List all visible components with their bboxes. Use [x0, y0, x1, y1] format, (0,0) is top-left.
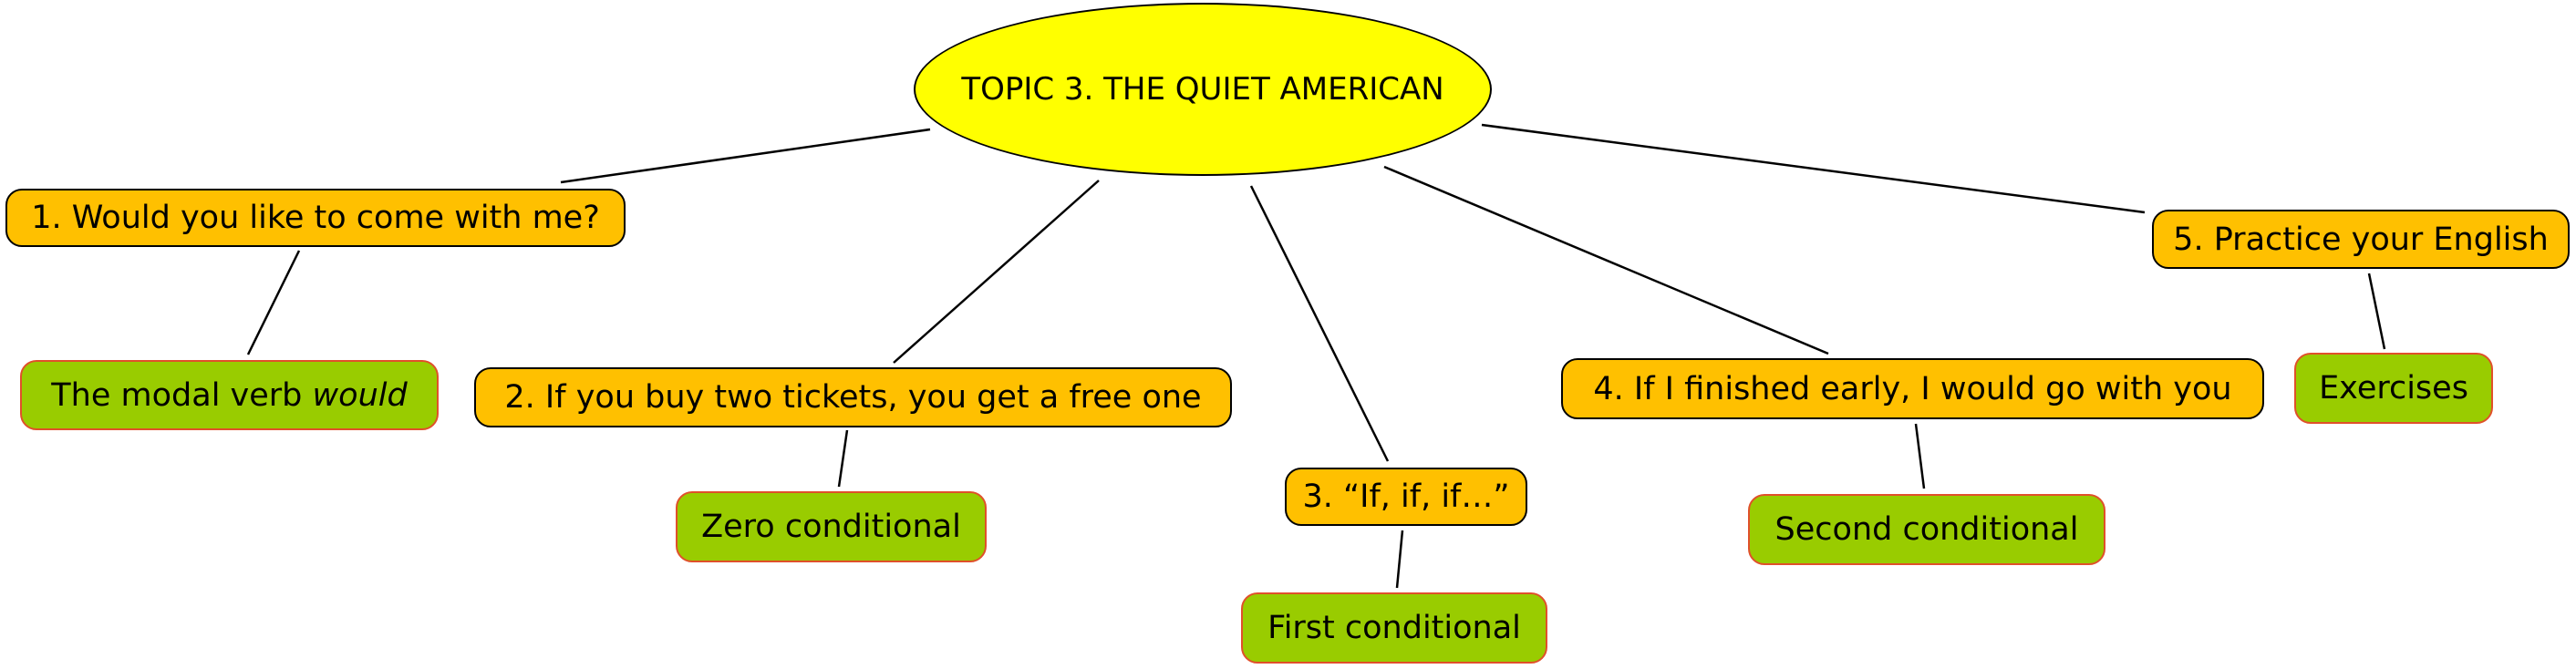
subtopic-5-label: 5. Practice your English: [2173, 221, 2549, 258]
subtopic-2: 2. If you buy two tickets, you get a fre…: [474, 367, 1232, 427]
subtopic-5: 5. Practice your English: [2152, 210, 2570, 269]
connector-topic-sub5: [1481, 123, 2146, 214]
leaf-second-conditional: Second conditional: [1748, 494, 2105, 565]
subtopic-1-label: 1. Would you like to come with me?: [31, 200, 600, 236]
leaf-first-conditional: First conditional: [1241, 592, 1547, 664]
subtopic-2-label: 2. If you buy two tickets, you get a fre…: [504, 379, 1202, 416]
connector-topic-sub2: [893, 180, 1100, 364]
central-topic-label: TOPIC 3. THE QUIET AMERICAN: [961, 71, 1444, 108]
subtopic-3-label: 3. “If, if, if…”: [1302, 479, 1510, 515]
leaf-zero-conditional: Zero conditional: [676, 491, 987, 562]
connector-topic-sub3: [1249, 185, 1390, 462]
connector-sub2-leaf2: [837, 429, 849, 488]
leaf-second-conditional-label: Second conditional: [1774, 511, 2079, 548]
connector-sub4-leaf4: [1914, 423, 1926, 489]
subtopic-4: 4. If I finished early, I would go with …: [1561, 358, 2264, 419]
connector-sub5-leaf5: [2367, 273, 2386, 350]
leaf-zero-conditional-label: Zero conditional: [701, 509, 961, 545]
leaf-exercises: Exercises: [2294, 353, 2493, 424]
connector-sub3-leaf3: [1395, 530, 1404, 589]
connector-sub1-leaf1: [246, 250, 301, 355]
subtopic-4-label: 4. If I finished early, I would go with …: [1593, 370, 2232, 407]
leaf-modal-verb-would-label: The modal verb would: [51, 376, 408, 414]
subtopic-1: 1. Would you like to come with me?: [5, 189, 626, 247]
leaf-first-conditional-label: First conditional: [1267, 610, 1521, 646]
connector-topic-sub4: [1383, 165, 1829, 355]
leaf-exercises-label: Exercises: [2319, 370, 2468, 407]
leaf-modal-verb-would: The modal verb would: [20, 360, 439, 430]
connector-topic-sub1: [560, 128, 931, 184]
subtopic-3: 3. “If, if, if…”: [1285, 468, 1527, 526]
central-topic: TOPIC 3. THE QUIET AMERICAN: [914, 3, 1492, 176]
